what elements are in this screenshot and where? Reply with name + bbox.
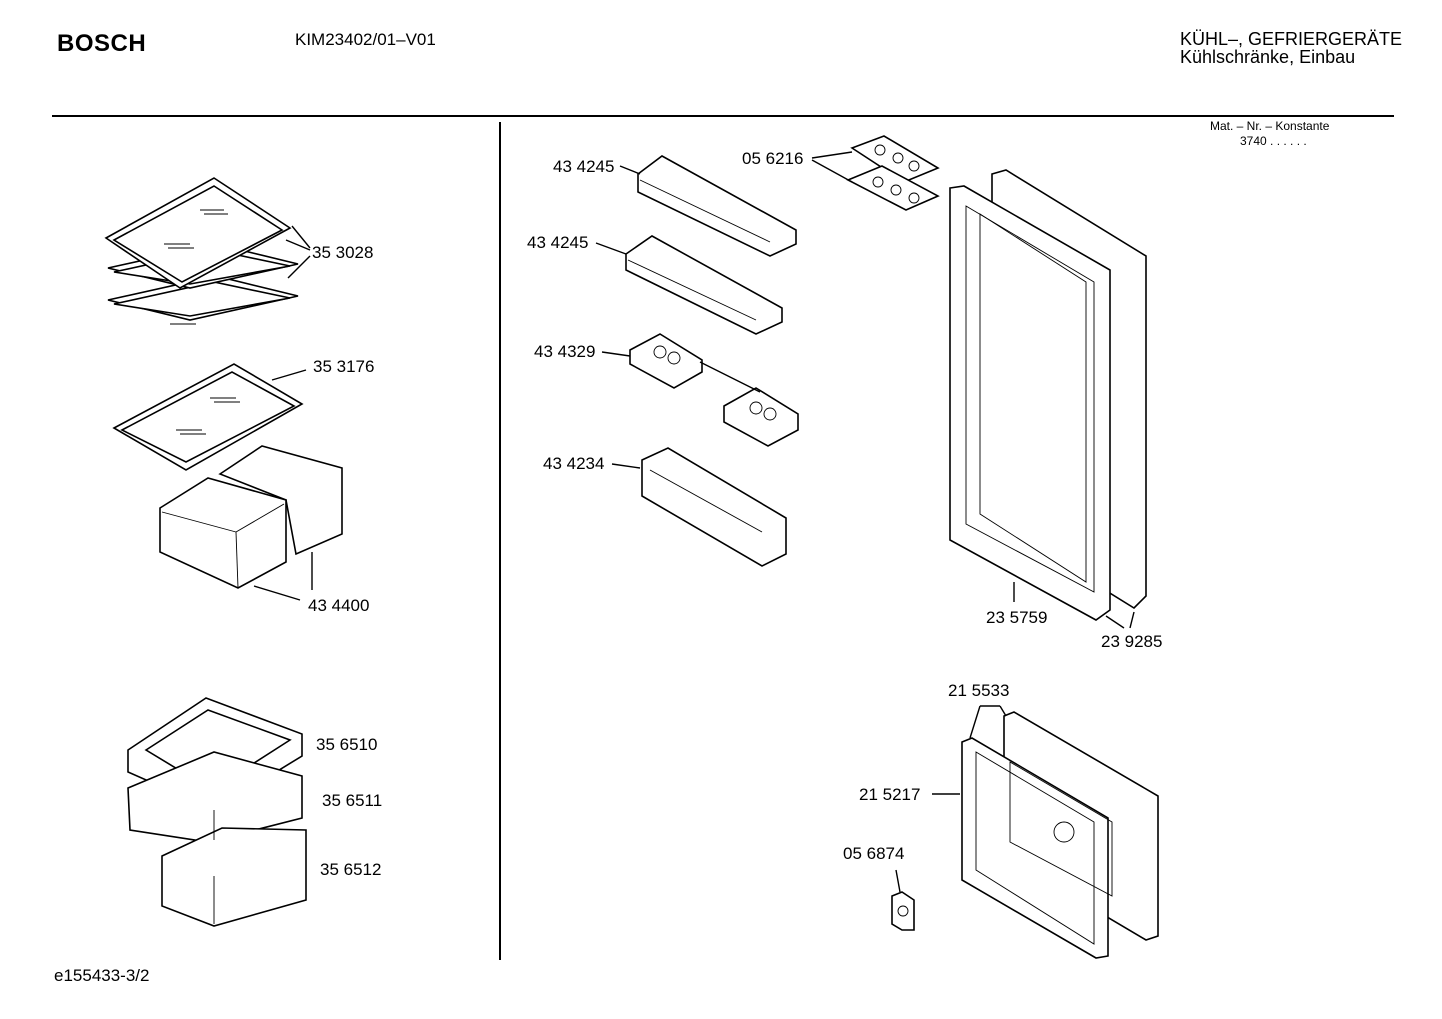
- leader-353176: [271, 369, 307, 381]
- part-number-239285: 23 9285: [1101, 632, 1163, 651]
- door-shelf-middle: [625, 235, 783, 335]
- part-number-056874: 05 6874: [843, 844, 905, 863]
- part-number-434329: 43 4329: [534, 342, 596, 361]
- small-cover-part: [891, 891, 915, 931]
- leader-434400: [253, 552, 313, 601]
- leader-056874: [895, 869, 901, 893]
- leader-056216: [811, 151, 853, 183]
- leader-215533: [969, 705, 1007, 739]
- vegetable-drawers: [159, 445, 343, 589]
- door-bottle-shelf: [641, 447, 787, 567]
- leader-434234: [611, 463, 641, 469]
- part-number-434400: 43 4400: [308, 596, 370, 615]
- document-id: e155433-3/2: [54, 966, 150, 985]
- part-number-353176: 35 3176: [313, 357, 375, 376]
- column-divider: [499, 122, 501, 960]
- part-number-056216: 05 6216: [742, 149, 804, 168]
- leader-235759-239285: [1013, 582, 1135, 629]
- brand-logo: BOSCH: [57, 30, 147, 57]
- category-title: KÜHL–, GEFRIERGERÄTE: [1180, 29, 1403, 49]
- freezer-drawers: [127, 697, 307, 927]
- leader-353028: [285, 225, 311, 279]
- leader-434329: [601, 351, 631, 357]
- material-number-value: 3740 . . . . . .: [1240, 134, 1307, 148]
- part-number-356510: 35 6510: [316, 735, 378, 754]
- freezer-door: [961, 711, 1159, 959]
- part-number-434234: 43 4234: [543, 454, 605, 473]
- part-number-434245-upper: 43 4245: [553, 157, 615, 176]
- category-subtitle: Kühlschränke, Einbau: [1180, 47, 1356, 67]
- glass-shelf-stack: [104, 177, 299, 325]
- part-number-215533: 21 5533: [948, 681, 1010, 700]
- leader-434245b: [595, 242, 627, 255]
- part-number-356511: 35 6511: [322, 791, 383, 810]
- part-number-356512: 35 6512: [320, 860, 382, 879]
- part-number-215217: 21 5217: [859, 785, 921, 804]
- egg-trays: [846, 135, 940, 211]
- part-number-434245-middle: 43 4245: [527, 233, 589, 252]
- part-number-353028: 35 3028: [312, 243, 374, 262]
- part-number-235759: 23 5759: [986, 608, 1048, 627]
- leader-434245a: [619, 165, 641, 175]
- material-number-label: Mat. – Nr. – Konstante: [1210, 119, 1330, 133]
- header-divider: [52, 115, 1394, 117]
- egg-trays-door: [629, 333, 799, 447]
- glass-shelf-single: [112, 363, 304, 471]
- model-number: KIM23402/01–V01: [295, 30, 436, 49]
- fridge-door: [949, 169, 1147, 621]
- door-shelf-upper: [637, 155, 797, 257]
